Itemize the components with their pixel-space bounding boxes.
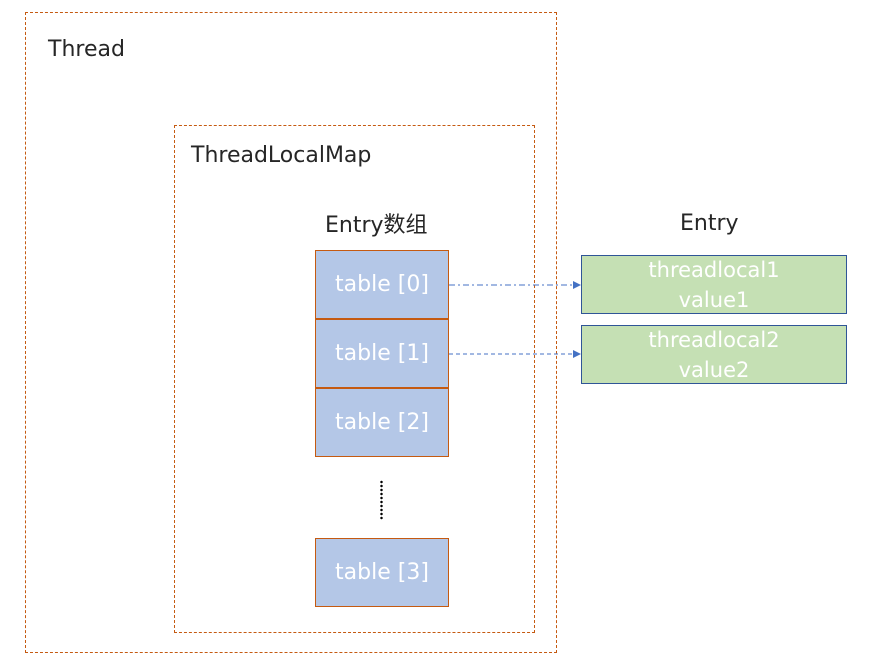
thread-container bbox=[25, 12, 557, 653]
table-cell-1: table [1] bbox=[315, 319, 449, 388]
thread-local-map-label: ThreadLocalMap bbox=[191, 143, 372, 168]
table-cell-3: table [3] bbox=[315, 538, 449, 607]
entry-box-1: threadlocal1 value1 bbox=[581, 255, 847, 314]
entry-value-2: value2 bbox=[678, 357, 750, 382]
thread-label: Thread bbox=[48, 37, 125, 62]
entry-label: Entry bbox=[680, 211, 739, 236]
entry-key-1: threadlocal1 bbox=[648, 257, 780, 282]
table-cell-2: table [2] bbox=[315, 388, 449, 457]
entry-value-1: value1 bbox=[678, 287, 750, 312]
table-cell-0: table [0] bbox=[315, 250, 449, 319]
entry-box-2: threadlocal2 value2 bbox=[581, 325, 847, 384]
entry-array-label: Entry数组 bbox=[325, 213, 428, 238]
entry-key-2: threadlocal2 bbox=[648, 327, 780, 352]
thread-local-map-container bbox=[174, 125, 535, 633]
ellipsis-dots-icon bbox=[380, 480, 383, 520]
